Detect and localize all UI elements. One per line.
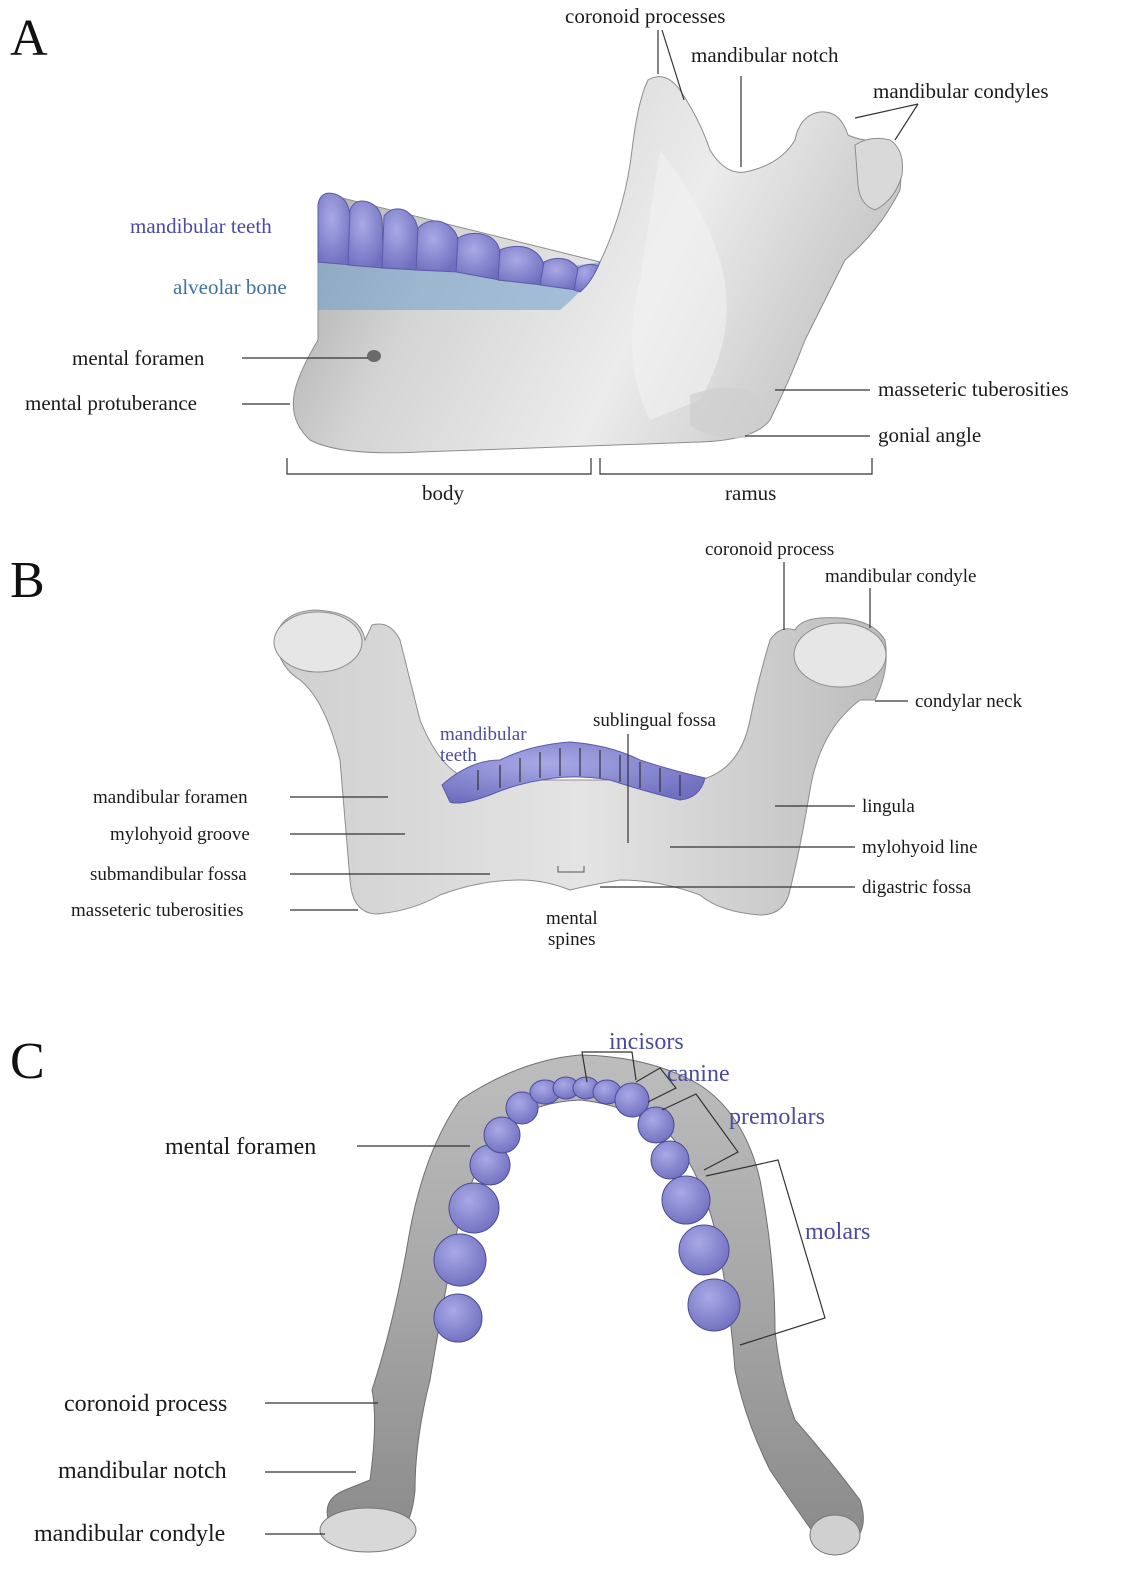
label-mental-foramen-a: mental foramen (72, 346, 205, 370)
label-premolars: premolars (729, 1104, 825, 1130)
label-mental-protuberance: mental protuberance (25, 391, 197, 415)
label-mandibular-condyle-c: mandibular condyle (34, 1521, 225, 1547)
label-masseteric-tuberosities-b: masseteric tuberosities (71, 900, 244, 921)
label-coronoid-processes: coronoid processes (565, 4, 725, 28)
panel-b-letter: B (10, 552, 45, 609)
label-canine: canine (667, 1061, 730, 1087)
label-condylar-neck: condylar neck (915, 691, 1023, 712)
label-molars: molars (805, 1219, 870, 1245)
panel-a-letter: A (10, 10, 48, 67)
mental-foramen-hole (367, 350, 381, 362)
label-digastric-fossa: digastric fossa (862, 877, 972, 898)
label-gonial-angle: gonial angle (878, 423, 981, 447)
label-mandibular-teeth-b-2: teeth (440, 745, 477, 766)
label-mental-spines-1: mental (546, 908, 598, 929)
label-mandibular-teeth-b-1: mandibular (440, 724, 527, 745)
label-mylohyoid-line: mylohyoid line (862, 837, 978, 858)
label-coronoid-process-c: coronoid process (64, 1391, 227, 1417)
label-mandibular-notch-c: mandibular notch (58, 1458, 227, 1484)
label-mandibular-notch: mandibular notch (691, 43, 839, 67)
label-mental-spines-2: spines (548, 929, 596, 950)
panel-c: C incisors canine (10, 1029, 870, 1555)
label-sublingual-fossa: sublingual fossa (593, 710, 717, 731)
bracket-body (287, 458, 591, 474)
label-ramus: ramus (725, 481, 776, 505)
label-mandibular-condyle-b: mandibular condyle (825, 566, 976, 587)
label-mylohyoid-groove: mylohyoid groove (110, 824, 250, 845)
label-mandibular-teeth: mandibular teeth (130, 214, 272, 238)
condyle-left-b (274, 612, 362, 672)
panel-b: B coronoid process mandibular condyle co… (10, 539, 1023, 950)
label-mental-foramen-c: mental foramen (165, 1134, 316, 1160)
label-incisors: incisors (609, 1029, 684, 1055)
masseteric-region (690, 388, 761, 439)
panel-a: A coronoid processes mandibular notch ma (10, 4, 1069, 505)
leader-mandibular-condyles (855, 104, 918, 140)
label-submandibular-fossa: submandibular fossa (90, 864, 247, 885)
label-coronoid-process-b: coronoid process (705, 539, 834, 560)
condyle-left-c (320, 1508, 416, 1552)
label-body: body (422, 481, 465, 505)
label-lingula: lingula (862, 796, 915, 817)
condyle-right-b (794, 623, 886, 687)
panel-c-letter: C (10, 1033, 45, 1090)
label-alveolar-bone: alveolar bone (173, 275, 287, 299)
label-mandibular-condyles: mandibular condyles (873, 79, 1049, 103)
label-mandibular-foramen: mandibular foramen (93, 787, 248, 808)
condyle-right-c (810, 1515, 860, 1555)
label-masseteric-tuberosities-a: masseteric tuberosities (878, 377, 1069, 401)
bracket-ramus (600, 458, 872, 474)
